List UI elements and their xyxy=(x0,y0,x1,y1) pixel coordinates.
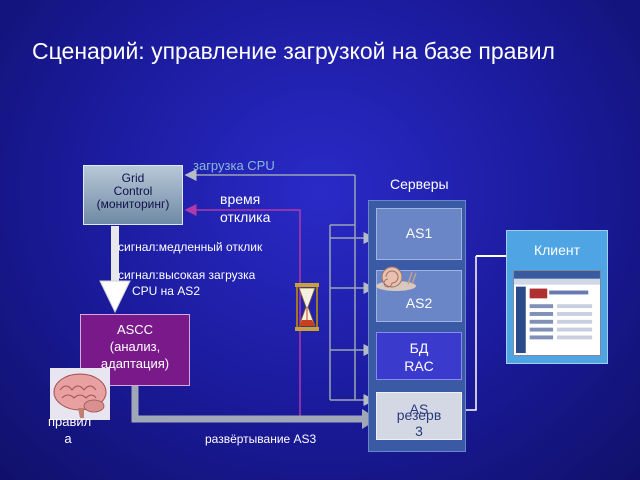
servers-label: Серверы xyxy=(390,176,449,192)
high-load-line1: сигнал:высокая загрузка xyxy=(118,268,256,282)
rules-line1: правил xyxy=(48,414,92,429)
grid-control-box[interactable]: Grid Control (мониторинг) xyxy=(83,165,183,225)
slow-response-signal-label: сигнал:медленный отклик xyxy=(118,240,263,254)
server-as2-label: AS2 xyxy=(405,295,433,311)
response-time-line2: отклика xyxy=(220,209,271,225)
server-grey-branches xyxy=(329,224,376,406)
hourglass-icon xyxy=(295,283,319,331)
response-time-link xyxy=(184,204,301,418)
database-rac[interactable]: БД RAC xyxy=(376,332,462,380)
server-as1[interactable]: AS1 xyxy=(376,208,462,260)
browser-window-icon xyxy=(513,270,601,356)
client-label: Клиент xyxy=(533,242,581,258)
reserve-number: 3 xyxy=(415,423,423,439)
snail-icon xyxy=(376,266,417,291)
deploy-arrow xyxy=(131,386,378,429)
high-load-signal-label: сигнал:высокая загрузка CPU на AS2 xyxy=(118,267,255,299)
server-reserve-as3[interactable]: AS резерв 3 xyxy=(376,392,462,440)
rules-line2: а xyxy=(64,431,72,446)
ascc-line1: ASCC xyxy=(116,322,154,337)
grid-control-line1: Grid xyxy=(121,171,145,185)
ascc-line3: адаптация) xyxy=(100,356,170,371)
server-as1-label: AS1 xyxy=(405,225,433,241)
reserve-label: резерв xyxy=(396,407,442,423)
page-title: Сценарий: управление загрузкой на базе п… xyxy=(32,38,555,64)
client-connection xyxy=(454,234,506,411)
response-time-label: время отклика xyxy=(220,190,270,226)
high-load-line2: CPU на AS2 xyxy=(132,284,200,298)
reserve-as-label: AS xyxy=(409,401,429,417)
database-line1: БД xyxy=(409,340,429,356)
ascc-line2: (анализ, xyxy=(109,339,161,354)
cpu-load-label: загрузка CPU xyxy=(193,158,275,173)
rules-label: правил а xyxy=(48,413,92,447)
response-time-line1: время xyxy=(220,191,261,207)
grid-to-ascc-arrow xyxy=(99,226,131,314)
brain-icon xyxy=(50,368,110,420)
database-line2: RAC xyxy=(404,358,434,374)
deploy-label: развёртывание AS3 xyxy=(205,432,317,446)
ascc-box[interactable]: ASCC (анализ, адаптация) xyxy=(80,314,190,386)
grid-control-line3: (мониторинг) xyxy=(96,197,170,211)
grid-control-line2: Control xyxy=(113,184,153,198)
